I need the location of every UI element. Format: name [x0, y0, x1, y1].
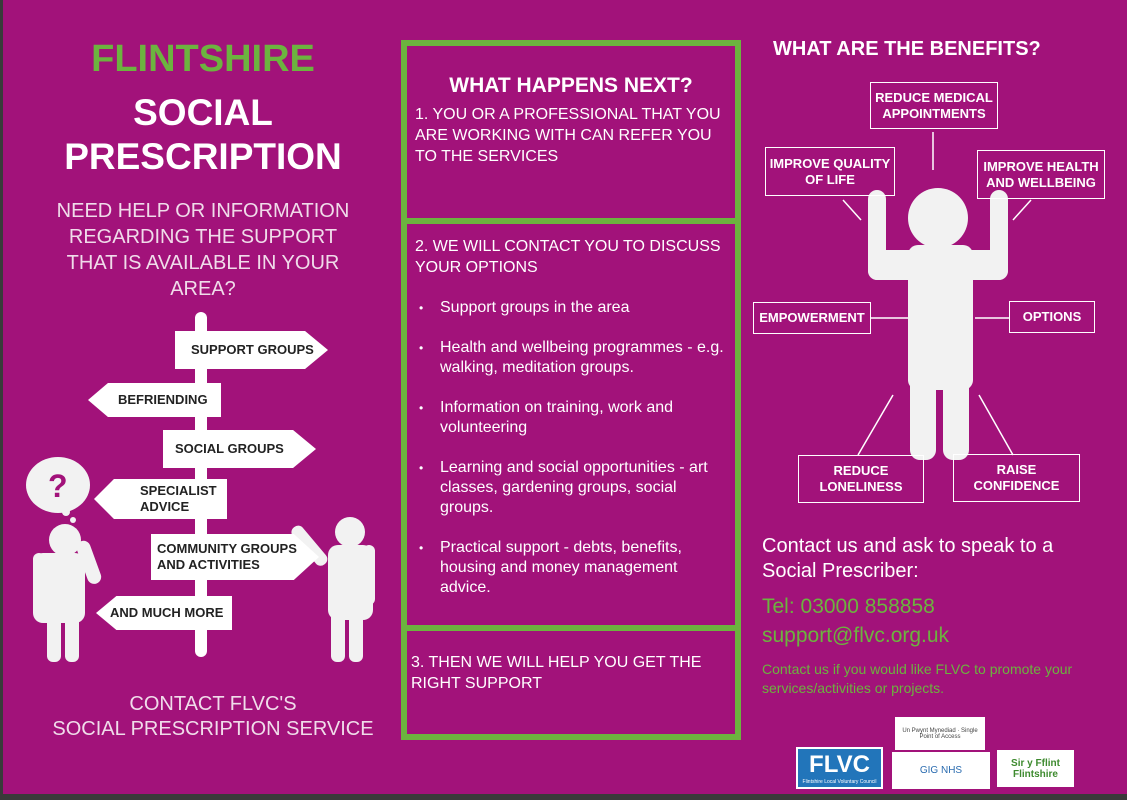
- step-3-section: 3. THEN WE WILL HELP YOU GET THE RIGHT S…: [407, 652, 735, 694]
- title-flintshire: FLINTSHIRE: [91, 38, 315, 80]
- step-1-text: 1. YOU OR A PROFESSIONAL THAT YOU ARE WO…: [415, 106, 721, 165]
- pointing-person-icon: [291, 517, 375, 662]
- telephone-link[interactable]: Tel: 03000 858858: [762, 595, 935, 618]
- step-3-text: 3. THEN WE WILL HELP YOU GET THE RIGHT S…: [411, 654, 702, 692]
- signpost-illustration: ?: [26, 312, 375, 662]
- benefit-improve-quality-of-life: IMPROVE QUALITY OF LIFE: [765, 147, 895, 196]
- nhs-logo: GIG NHS: [892, 752, 990, 789]
- contact-line-1: CONTACT FLVC'S: [129, 693, 297, 715]
- thinking-person-icon: [26, 457, 102, 662]
- contact-text: Contact us and ask to speak to a Social …: [762, 535, 1054, 582]
- council-logo: Sir y Fflint Flintshire: [997, 750, 1074, 787]
- sign-specialist-advice: SPECIALIST ADVICE: [94, 479, 227, 519]
- email-link[interactable]: support@flvc.org.uk: [762, 624, 950, 647]
- question-mark-icon: ?: [48, 468, 68, 504]
- flvc-logo-subtext: Flintshire Local Voluntary Council: [802, 779, 877, 785]
- sign-and-much-more: AND MUCH MORE: [96, 596, 232, 630]
- sign-support-groups: SUPPORT GROUPS: [175, 331, 328, 369]
- step-1-section: WHAT HAPPENS NEXT? 1. YOU OR A PROFESSIO…: [407, 74, 735, 167]
- options-list: Support groups in the area Health and we…: [415, 298, 727, 598]
- benefit-reduce-medical-appointments: REDUCE MEDICAL APPOINTMENTS: [870, 82, 998, 129]
- benefit-options: OPTIONS: [1009, 301, 1095, 333]
- spoa-logo: Un Pwynt Mynediad · Single Point of Acce…: [895, 717, 985, 750]
- what-happens-next-panel: WHAT HAPPENS NEXT? 1. YOU OR A PROFESSIO…: [401, 40, 741, 740]
- contact-line-2: SOCIAL PRESCRIPTION SERVICE: [52, 718, 374, 740]
- connector-lines: [842, 132, 1032, 456]
- list-item: Learning and social opportunities - art …: [415, 458, 727, 518]
- title-prescription: PRESCRIPTION: [64, 136, 342, 177]
- flvc-logo: FLVC Flintshire Local Voluntary Council: [796, 747, 883, 789]
- promote-text: Contact us if you would like FLVC to pro…: [762, 661, 1073, 696]
- list-item: Health and wellbeing programmes - e.g. w…: [415, 338, 727, 378]
- list-item: Support groups in the area: [415, 298, 727, 318]
- intro-text: NEED HELP OR INFORMATION REGARDING THE S…: [56, 200, 350, 300]
- sign-befriending: BEFRIENDING: [88, 383, 221, 417]
- contact-section: Contact us and ask to speak to a Social …: [762, 534, 1102, 698]
- person-arms-raised-icon: [868, 188, 1008, 460]
- poster: FLINTSHIRE SOCIAL PRESCRIPTION NEED HELP…: [3, 0, 1127, 794]
- benefit-improve-health: IMPROVE HEALTH AND WELLBEING: [977, 150, 1105, 199]
- benefits-heading: WHAT ARE THE BENEFITS?: [773, 38, 1041, 60]
- contact-flvc-heading: CONTACT FLVC'S SOCIAL PRESCRIPTION SERVI…: [33, 692, 393, 742]
- step-2-text: 2. WE WILL CONTACT YOU TO DISCUSS YOUR O…: [415, 238, 721, 276]
- benefit-empowerment: EMPOWERMENT: [753, 302, 871, 334]
- flvc-logo-text: FLVC: [809, 751, 870, 778]
- benefits-diagram: [842, 132, 1032, 460]
- sign-community-groups: COMMUNITY GROUPS AND ACTIVITIES: [151, 534, 319, 580]
- benefit-raise-confidence: RAISE CONFIDENCE: [953, 454, 1080, 502]
- title-social: SOCIAL: [133, 92, 273, 133]
- divider: [407, 218, 735, 224]
- divider: [407, 625, 735, 631]
- benefit-reduce-loneliness: REDUCE LONELINESS: [798, 455, 924, 503]
- list-item: Information on training, work and volunt…: [415, 398, 727, 438]
- list-item: Practical support - debts, benefits, hou…: [415, 538, 727, 598]
- sign-social-groups: SOCIAL GROUPS: [163, 430, 316, 468]
- panel-heading: WHAT HAPPENS NEXT?: [449, 74, 693, 97]
- step-2-section: 2. WE WILL CONTACT YOU TO DISCUSS YOUR O…: [407, 236, 735, 618]
